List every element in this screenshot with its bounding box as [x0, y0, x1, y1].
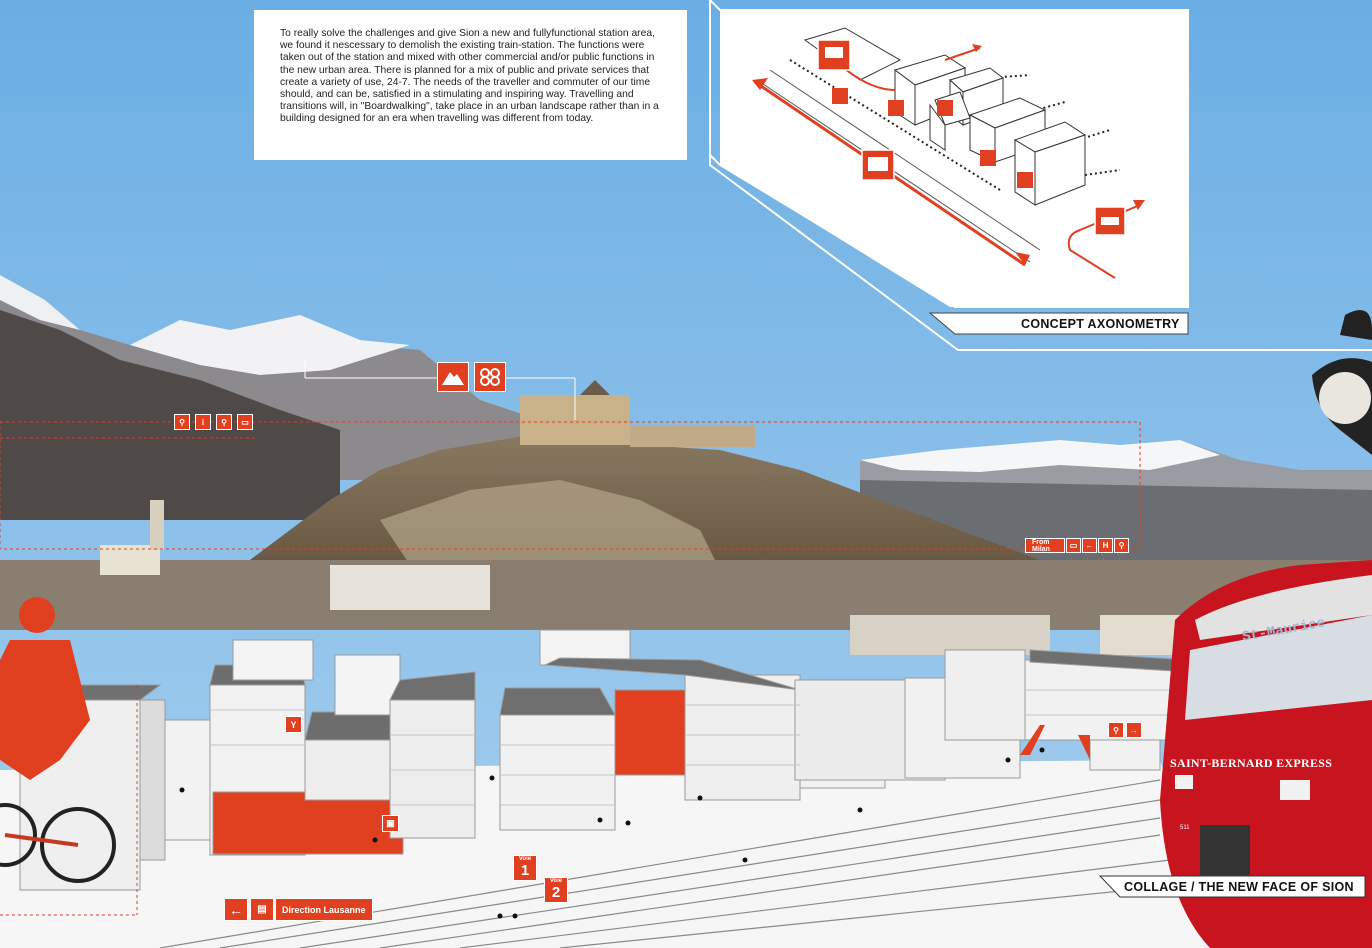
platform-2-marker: Voie 2: [544, 877, 568, 903]
arrow-left-icon: ←: [1082, 538, 1097, 553]
arrow-right-icon: →: [1126, 722, 1142, 738]
direction-lausanne-tag: Direction Lausanne: [275, 898, 373, 921]
train-number: 511: [1180, 825, 1190, 831]
bus-icon: ▭: [1066, 538, 1081, 553]
luggage-icon: ▣: [382, 815, 399, 832]
mountain-icon: [437, 362, 469, 392]
bicycle-icon: ⚲: [1108, 722, 1124, 738]
bicycle-icon: ⚲: [216, 414, 232, 430]
hotel-icon: H: [1098, 538, 1113, 553]
intro-text-box: To really solve the challenges and give …: [254, 10, 687, 160]
castle-icon: [474, 362, 506, 392]
car-icon: ▭: [237, 414, 253, 430]
bicycle-icon: ⚲: [1114, 538, 1129, 553]
restaurant-icon: Y: [285, 716, 302, 733]
train-name: SAINT-BERNARD EXPRESS: [1170, 756, 1333, 770]
intro-text: To really solve the challenges and give …: [280, 28, 659, 125]
train-icon: ▤: [250, 898, 274, 921]
collage-caption: COLLAGE / THE NEW FACE OF SION: [1124, 880, 1354, 894]
platform-2-label: Voie: [549, 878, 563, 884]
platform-1-number: 1: [520, 862, 530, 879]
platform-2-number: 2: [551, 884, 561, 901]
from-milan-tag: From Milan: [1025, 538, 1065, 553]
arrow-left-icon: ←: [224, 898, 248, 921]
axonometry-caption: CONCEPT AXONOMETRY: [1021, 317, 1180, 331]
cyclist-figure: [0, 597, 116, 883]
platform-1-marker: Voie 1: [513, 855, 537, 881]
platform-1-label: Voie: [518, 856, 532, 862]
info-icon: i: [195, 414, 211, 430]
collage-caption-bg: [1098, 875, 1366, 898]
bicycle-icon: ⚲: [174, 414, 190, 430]
train-graphic: [1160, 560, 1372, 948]
